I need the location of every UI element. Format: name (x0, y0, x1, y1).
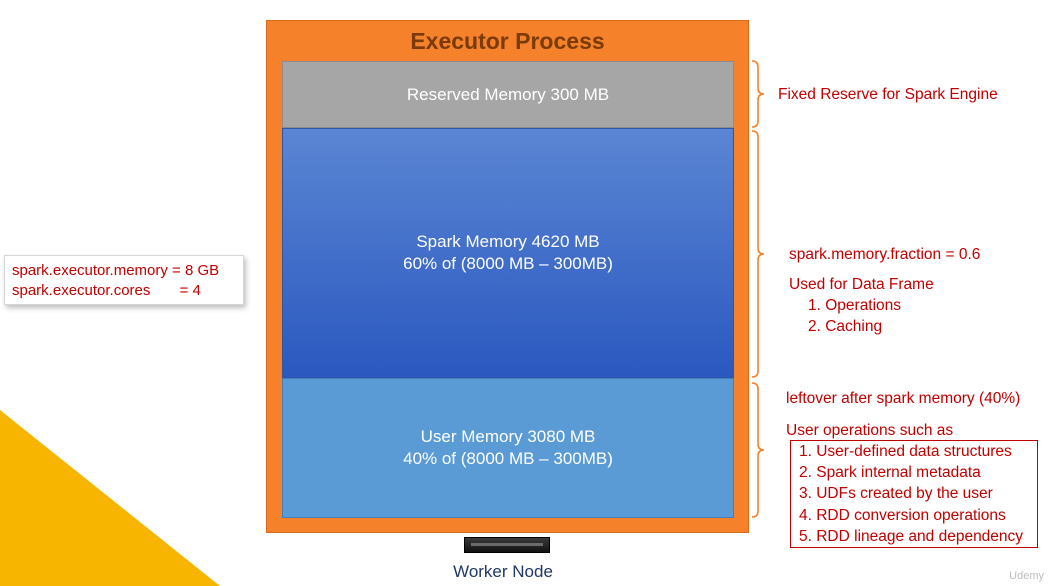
reserved-note: Fixed Reserve for Spark Engine (778, 86, 998, 103)
list-item: 4. RDD conversion operations (799, 506, 1006, 524)
config-memory: spark.executor.memory = 8 GB (12, 262, 220, 279)
user-memory-detail: 40% of (8000 MB – 300MB) (403, 449, 613, 468)
spark-memory-label: Spark Memory 4620 MB (416, 232, 600, 251)
list-item: 1. Operations (808, 297, 902, 314)
spark-brace (750, 130, 770, 378)
reserved-brace (750, 60, 770, 128)
user-memory-block: User Memory 3080 MB 40% of (8000 MB – 30… (282, 378, 734, 518)
reserved-memory-block: Reserved Memory 300 MB (282, 61, 734, 128)
user-ops-note: User operations such as (786, 422, 954, 439)
corner-accent (0, 410, 220, 586)
server-icon (464, 537, 550, 553)
leftover-note: leftover after spark memory (40%) (786, 390, 1021, 407)
user-ops-list: 1. User-defined data structures 2. Spark… (790, 440, 1038, 548)
watermark: Udemy (1009, 570, 1044, 582)
list-item: 5. RDD lineage and dependency (799, 527, 1024, 545)
worker-node-label: Worker Node (453, 562, 553, 581)
config-cores: spark.executor.cores = 4 (12, 282, 201, 299)
user-brace (750, 382, 770, 518)
user-memory-label: User Memory 3080 MB (420, 427, 596, 446)
spark-memory-block: Spark Memory 4620 MB 60% of (8000 MB – 3… (282, 128, 734, 378)
list-item: 1. User-defined data structures (799, 443, 1012, 460)
list-item: 3. UDFs created by the user (799, 485, 993, 503)
executor-config-box: spark.executor.memory = 8 GB spark.execu… (4, 255, 244, 305)
reserved-memory-label: Reserved Memory 300 MB (406, 84, 610, 104)
executor-title: Executor Process (410, 28, 605, 54)
memory-fraction-note: spark.memory.fraction = 0.6 (789, 246, 981, 263)
spark-uses-list: 1. Operations 2. Caching (808, 295, 901, 337)
used-for-note: Used for Data Frame (789, 276, 934, 293)
list-item: 2. Caching (808, 318, 883, 335)
spark-memory-detail: 60% of (8000 MB – 300MB) (403, 254, 613, 273)
executor-process: Executor Process Reserved Memory 300 MB … (266, 20, 749, 533)
list-item: 2. Spark internal metadata (799, 464, 981, 482)
